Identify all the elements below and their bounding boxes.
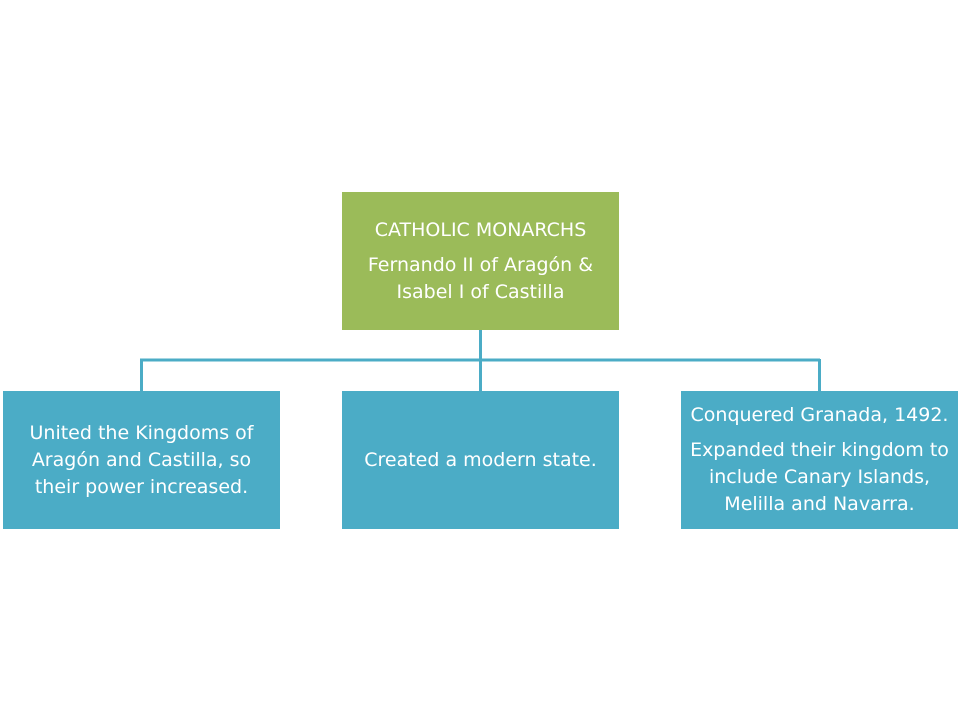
root-node-title: CATHOLIC MONARCHS (374, 218, 587, 241)
child-node-conquests: Conquered Granada, 1492. Expanded their … (681, 391, 958, 529)
child-node-union: United the Kingdoms of Aragón and Castil… (3, 391, 280, 529)
child-node-3-text-1: Conquered Granada, 1492. (690, 404, 949, 426)
child-node-modern-state: Created a modern state. (342, 391, 619, 529)
root-node-subtitle: Fernando II of Aragón & Isabel I of Cast… (367, 253, 594, 303)
child-node-2-text: Created a modern state. (364, 448, 597, 471)
root-node-catholic-monarchs: CATHOLIC MONARCHS Fernando II of Aragón … (342, 192, 619, 330)
child-node-3-text-2: Expanded their kingdom to include Canary… (690, 439, 949, 515)
child-node-1-text: United the Kingdoms of Aragón and Castil… (29, 421, 254, 498)
